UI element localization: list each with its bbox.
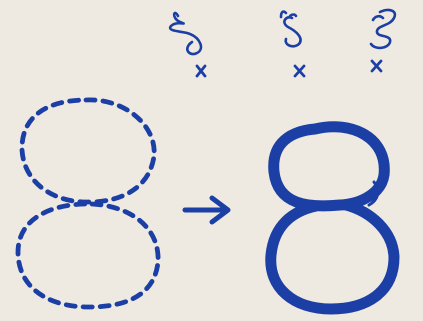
right-arrow-icon — [185, 198, 228, 222]
solid-eight-result — [271, 127, 394, 309]
dashed-eight-bottom-loop — [18, 204, 158, 307]
cross-mark-1 — [197, 66, 205, 76]
wrong-attempt-3 — [371, 10, 395, 48]
dashed-eight-guide — [18, 100, 158, 307]
dashed-eight-top-loop — [22, 100, 154, 202]
cross-mark-2 — [295, 66, 304, 76]
cross-mark-3 — [372, 61, 381, 71]
wrong-attempt-2 — [281, 12, 301, 47]
wrong-attempt-1 — [170, 13, 201, 54]
